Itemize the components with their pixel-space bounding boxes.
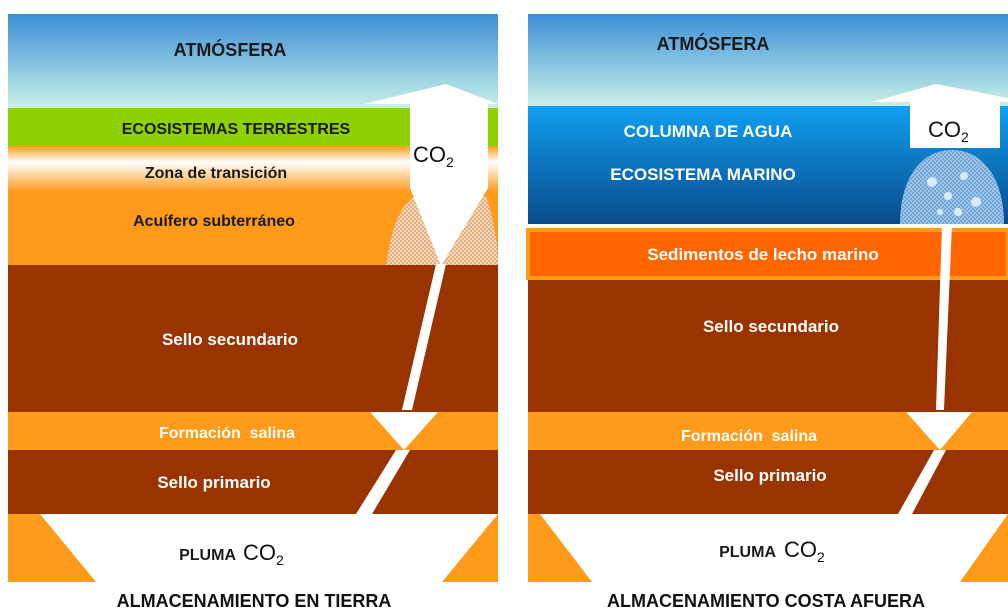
secondary-seal-label: Sello secundario	[703, 317, 839, 336]
seabed-sediments-label: Sedimentos de lecho marino	[647, 245, 878, 264]
water-column-label: COLUMNA DE AGUA	[624, 122, 793, 141]
seabed-gap	[528, 224, 1008, 230]
seabed-sediment-layer	[526, 228, 1008, 280]
onshore-caption: ALMACENAMIENTO EN TIERRA	[117, 591, 392, 611]
co2-leak-arrow	[364, 84, 498, 266]
plume-label: PLUMA	[179, 547, 236, 564]
co2-leak-arrow	[872, 84, 1008, 148]
plume-co2-formula: CO2	[784, 537, 825, 565]
secondary-seal-label: Sello secundario	[162, 330, 298, 349]
secondary-seal-layer	[528, 280, 1008, 412]
plume-label: PLUMA	[719, 544, 776, 561]
plume-co2-formula: CO2	[243, 540, 284, 568]
co2-migration-path-upper	[936, 224, 952, 410]
co2-plume-shape	[40, 514, 498, 582]
transition-zone-label: Zona de transición	[145, 165, 287, 182]
co2-bubble	[971, 197, 981, 207]
co2-bubble	[927, 177, 937, 187]
leak-co2-formula: CO2	[928, 117, 969, 145]
terrestrial-ecosystems-label: ECOSISTEMAS TERRESTRES	[122, 121, 351, 138]
co2-bubble	[954, 208, 962, 216]
aquifer-label: Acuífero subterráneo	[133, 213, 295, 230]
offshore-caption: ALMACENAMIENTO COSTA AFUERA	[607, 591, 925, 611]
atmosphere-label: ATMÓSFERA	[657, 33, 770, 54]
co2-migration-path-upper	[402, 264, 446, 410]
leak-co2-formula: CO2	[413, 142, 454, 170]
primary-seal-layer	[8, 450, 498, 514]
co2-bubble	[944, 192, 952, 200]
co2-migration-funnel	[906, 412, 972, 450]
co2-migration-path	[898, 450, 946, 514]
co2-bubble	[960, 172, 968, 180]
saline-formation-label: Formación salina	[681, 428, 817, 445]
primary-seal-label: Sello primario	[157, 473, 270, 492]
co2-bubble	[937, 209, 943, 215]
offshore-storage-diagram: ATMÓSFERA COLUMNA DE AGUA ECOSISTEMA MAR…	[526, 14, 1008, 611]
co2-migration-funnel	[370, 412, 438, 450]
atmosphere-label: ATMÓSFERA	[174, 39, 287, 60]
co2-migration-path	[356, 450, 410, 514]
onshore-storage-diagram: ATMÓSFERA ECOSISTEMAS TERRESTRES Zona de…	[8, 14, 498, 611]
co2-plume-shape	[540, 514, 1008, 582]
primary-seal-label: Sello primario	[713, 466, 826, 485]
marine-ecosystem-label: ECOSISTEMA MARINO	[610, 165, 795, 184]
saline-formation-label: Formación salina	[159, 425, 295, 442]
